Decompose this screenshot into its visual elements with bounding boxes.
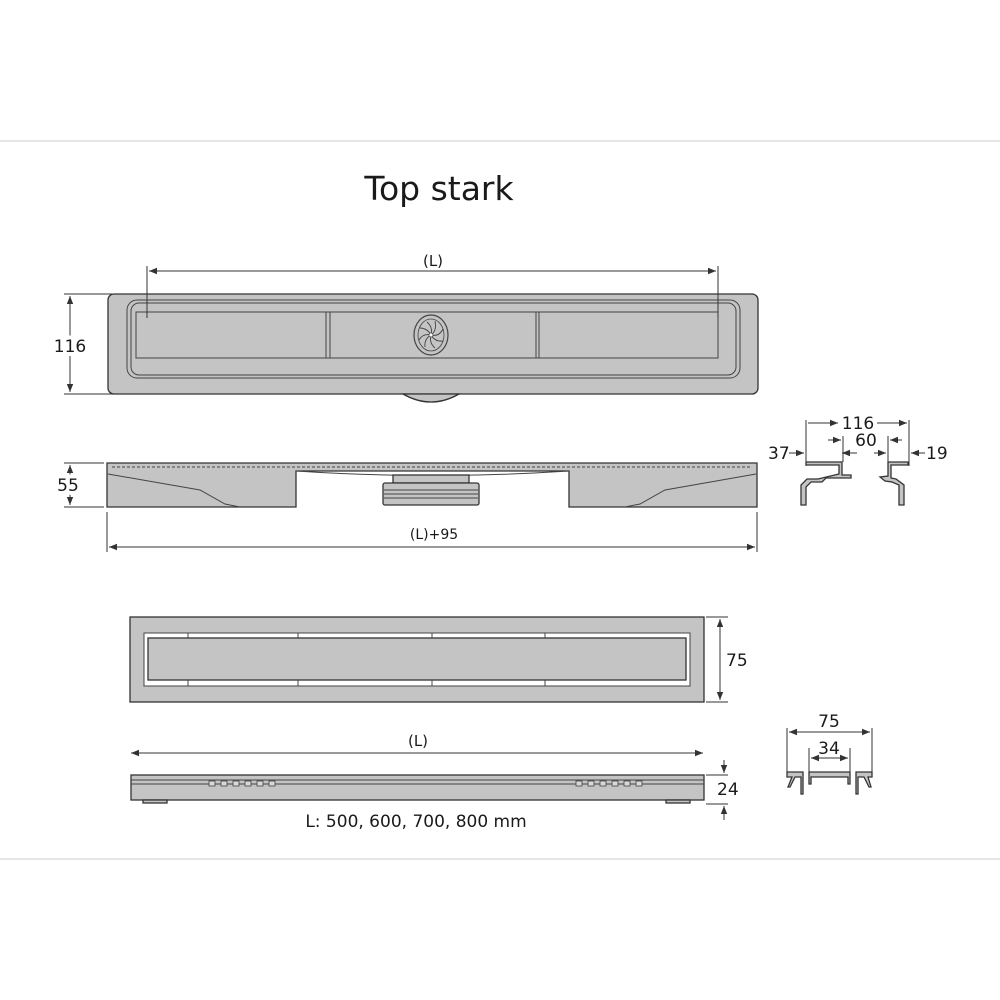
grate-side-view	[130, 774, 705, 804]
dim-profile-width: 116	[842, 414, 874, 434]
channel-profile	[800, 461, 909, 506]
dim-side-height: 55	[57, 476, 79, 496]
grate-slot	[587, 780, 595, 787]
drain-outlet	[382, 474, 480, 506]
channel-top-view	[107, 293, 759, 403]
lengths-note: L: 500, 600, 700, 800 mm	[305, 812, 526, 832]
grate-slot	[611, 780, 619, 787]
drawing-title: Top stark	[363, 169, 514, 208]
dim-top-length: (L)	[423, 252, 443, 270]
dim-side-length: (L)+95	[410, 527, 458, 543]
drain-swirl-icon	[413, 314, 449, 356]
dim-grate-profile-width: 75	[818, 712, 840, 732]
channel-side-view	[106, 462, 758, 508]
grate-slot	[623, 780, 631, 787]
grate-slot	[244, 780, 252, 787]
dim-grate-thickness: 24	[717, 780, 739, 800]
grate-slot	[232, 780, 240, 787]
grate-slot	[575, 780, 583, 787]
grate-slot	[599, 780, 607, 787]
dim-profile-right: 19	[926, 444, 948, 464]
dim-profile-inner: 60	[855, 431, 877, 451]
grate-slot	[220, 780, 228, 787]
dim-grate-height: 75	[726, 651, 748, 671]
grate-slot	[268, 780, 276, 787]
grate-slot	[635, 780, 643, 787]
grate-profile	[786, 771, 873, 795]
grate-slot	[256, 780, 264, 787]
dim-top-height: 116	[54, 337, 86, 357]
dim-grate-length: (L)	[408, 732, 428, 750]
dim-profile-left: 37	[768, 444, 790, 464]
grate-top-view	[129, 616, 705, 703]
grate-slot	[208, 780, 216, 787]
dim-grate-profile-inner: 34	[818, 739, 840, 759]
